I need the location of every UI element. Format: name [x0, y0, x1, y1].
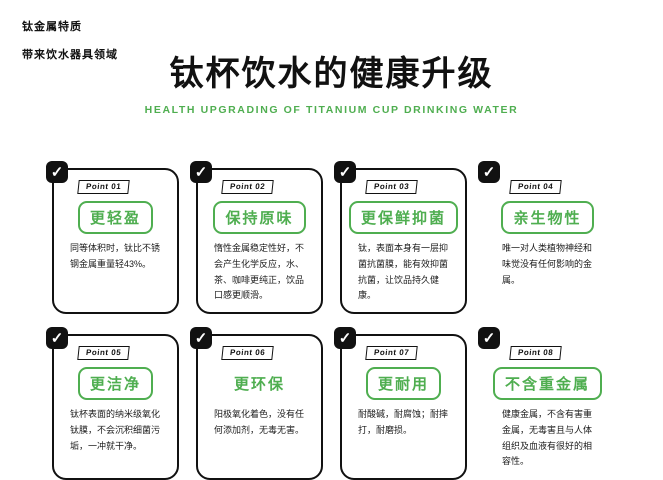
- check-icon: ✓: [478, 161, 500, 183]
- point-label: Point 04: [509, 180, 562, 194]
- card-title: 更环保: [233, 376, 285, 393]
- check-icon: ✓: [334, 161, 356, 183]
- feature-card-02: ✓ Point 02 保持原味 惰性金属稳定性好，不会产生化学反应，水、茶、咖啡…: [190, 161, 323, 314]
- point-label: Point 03: [365, 180, 418, 194]
- point-label: Point 02: [221, 180, 274, 194]
- card-title: 更耐用: [365, 367, 441, 400]
- corner-line-1: 钛金属特质: [22, 21, 82, 33]
- check-icon: ✓: [190, 161, 212, 183]
- point-label: Point 01: [77, 180, 130, 194]
- feature-card-06: ✓ Point 06 更环保 阳极氧化着色，没有任何添加剂，无毒无害。: [190, 327, 323, 480]
- point-label: Point 08: [509, 346, 562, 360]
- card-title: 更轻盈: [77, 201, 153, 234]
- point-label: Point 06: [221, 346, 274, 360]
- card-title-wrap: 亲生物性: [492, 201, 603, 234]
- card-title-wrap: 保持原味: [204, 201, 315, 234]
- page-subtitle: HEALTH UPGRADING OF TITANIUM CUP DRINKIN…: [144, 104, 519, 116]
- card-title: 更洁净: [77, 367, 153, 400]
- feature-card-08: ✓ Point 08 不含重金属 健康金属，不含有害重金属，无毒害且与人体组织及…: [478, 327, 611, 480]
- corner-tagline: 钛金属特质 带来饮水器具领域: [22, 14, 118, 69]
- feature-card-05: ✓ Point 05 更洁净 钛杯表面的纳米级氧化钛膜，不会沉积细菌污垢，一冲就…: [46, 327, 179, 480]
- check-icon: ✓: [46, 161, 68, 183]
- card-description: 唯一对人类植物神经和味觉没有任何影响的金属。: [502, 243, 593, 285]
- card-description: 钛杯表面的纳米级氧化钛膜，不会沉积细菌污垢，一冲就干净。: [70, 409, 161, 451]
- card-title: 亲生物性: [501, 201, 594, 234]
- card-description: 惰性金属稳定性好，不会产生化学反应，水、茶、咖啡更纯正，饮品口感更顺滑。: [214, 243, 305, 301]
- page-title: 钛杯饮水的健康升级: [169, 55, 494, 93]
- card-description: 耐酸碱，耐腐蚀；耐摔打，耐磨损。: [358, 409, 449, 435]
- point-label: Point 05: [77, 346, 130, 360]
- check-icon: ✓: [334, 327, 356, 349]
- card-description: 健康金属，不含有害重金属，无毒害且与人体组织及血液有很好的相容性。: [502, 409, 593, 467]
- card-title: 不含重金属: [492, 367, 602, 400]
- card-title-wrap: 更洁净: [60, 367, 171, 400]
- feature-card-03: ✓ Point 03 更保鲜抑菌 钛，表面本身有一层抑菌抗菌膜，能有效抑菌抗菌，…: [334, 161, 467, 314]
- feature-card-grid: ✓ Point 01 更轻盈 同等体积时，钛比不锈钢金属重量轻43%。 ✓ Po…: [0, 161, 663, 480]
- card-title-wrap: 不含重金属: [492, 367, 603, 400]
- card-description: 阳极氧化着色，没有任何添加剂，无毒无害。: [214, 409, 305, 435]
- card-title: 更保鲜抑菌: [348, 201, 458, 234]
- card-title: 保持原味: [213, 201, 306, 234]
- card-description: 同等体积时，钛比不锈钢金属重量轻43%。: [70, 243, 161, 269]
- check-icon: ✓: [478, 327, 500, 349]
- feature-card-07: ✓ Point 07 更耐用 耐酸碱，耐腐蚀；耐摔打，耐磨损。: [334, 327, 467, 480]
- check-icon: ✓: [190, 327, 212, 349]
- card-description: 钛，表面本身有一层抑菌抗菌膜，能有效抑菌抗菌，让饮品持久健康。: [358, 243, 449, 301]
- feature-card-01: ✓ Point 01 更轻盈 同等体积时，钛比不锈钢金属重量轻43%。: [46, 161, 179, 314]
- check-icon: ✓: [46, 327, 68, 349]
- header: 钛杯饮水的健康升级 HEALTH UPGRADING OF TITANIUM C…: [0, 0, 663, 116]
- corner-line-2: 带来饮水器具领域: [22, 48, 118, 61]
- point-label: Point 07: [365, 346, 418, 360]
- card-title-wrap: 更轻盈: [60, 201, 171, 234]
- card-title-wrap: 更耐用: [348, 367, 459, 400]
- card-title-wrap: 更保鲜抑菌: [348, 201, 459, 234]
- feature-card-04: ✓ Point 04 亲生物性 唯一对人类植物神经和味觉没有任何影响的金属。: [478, 161, 611, 314]
- card-title-wrap: 更环保: [204, 367, 315, 400]
